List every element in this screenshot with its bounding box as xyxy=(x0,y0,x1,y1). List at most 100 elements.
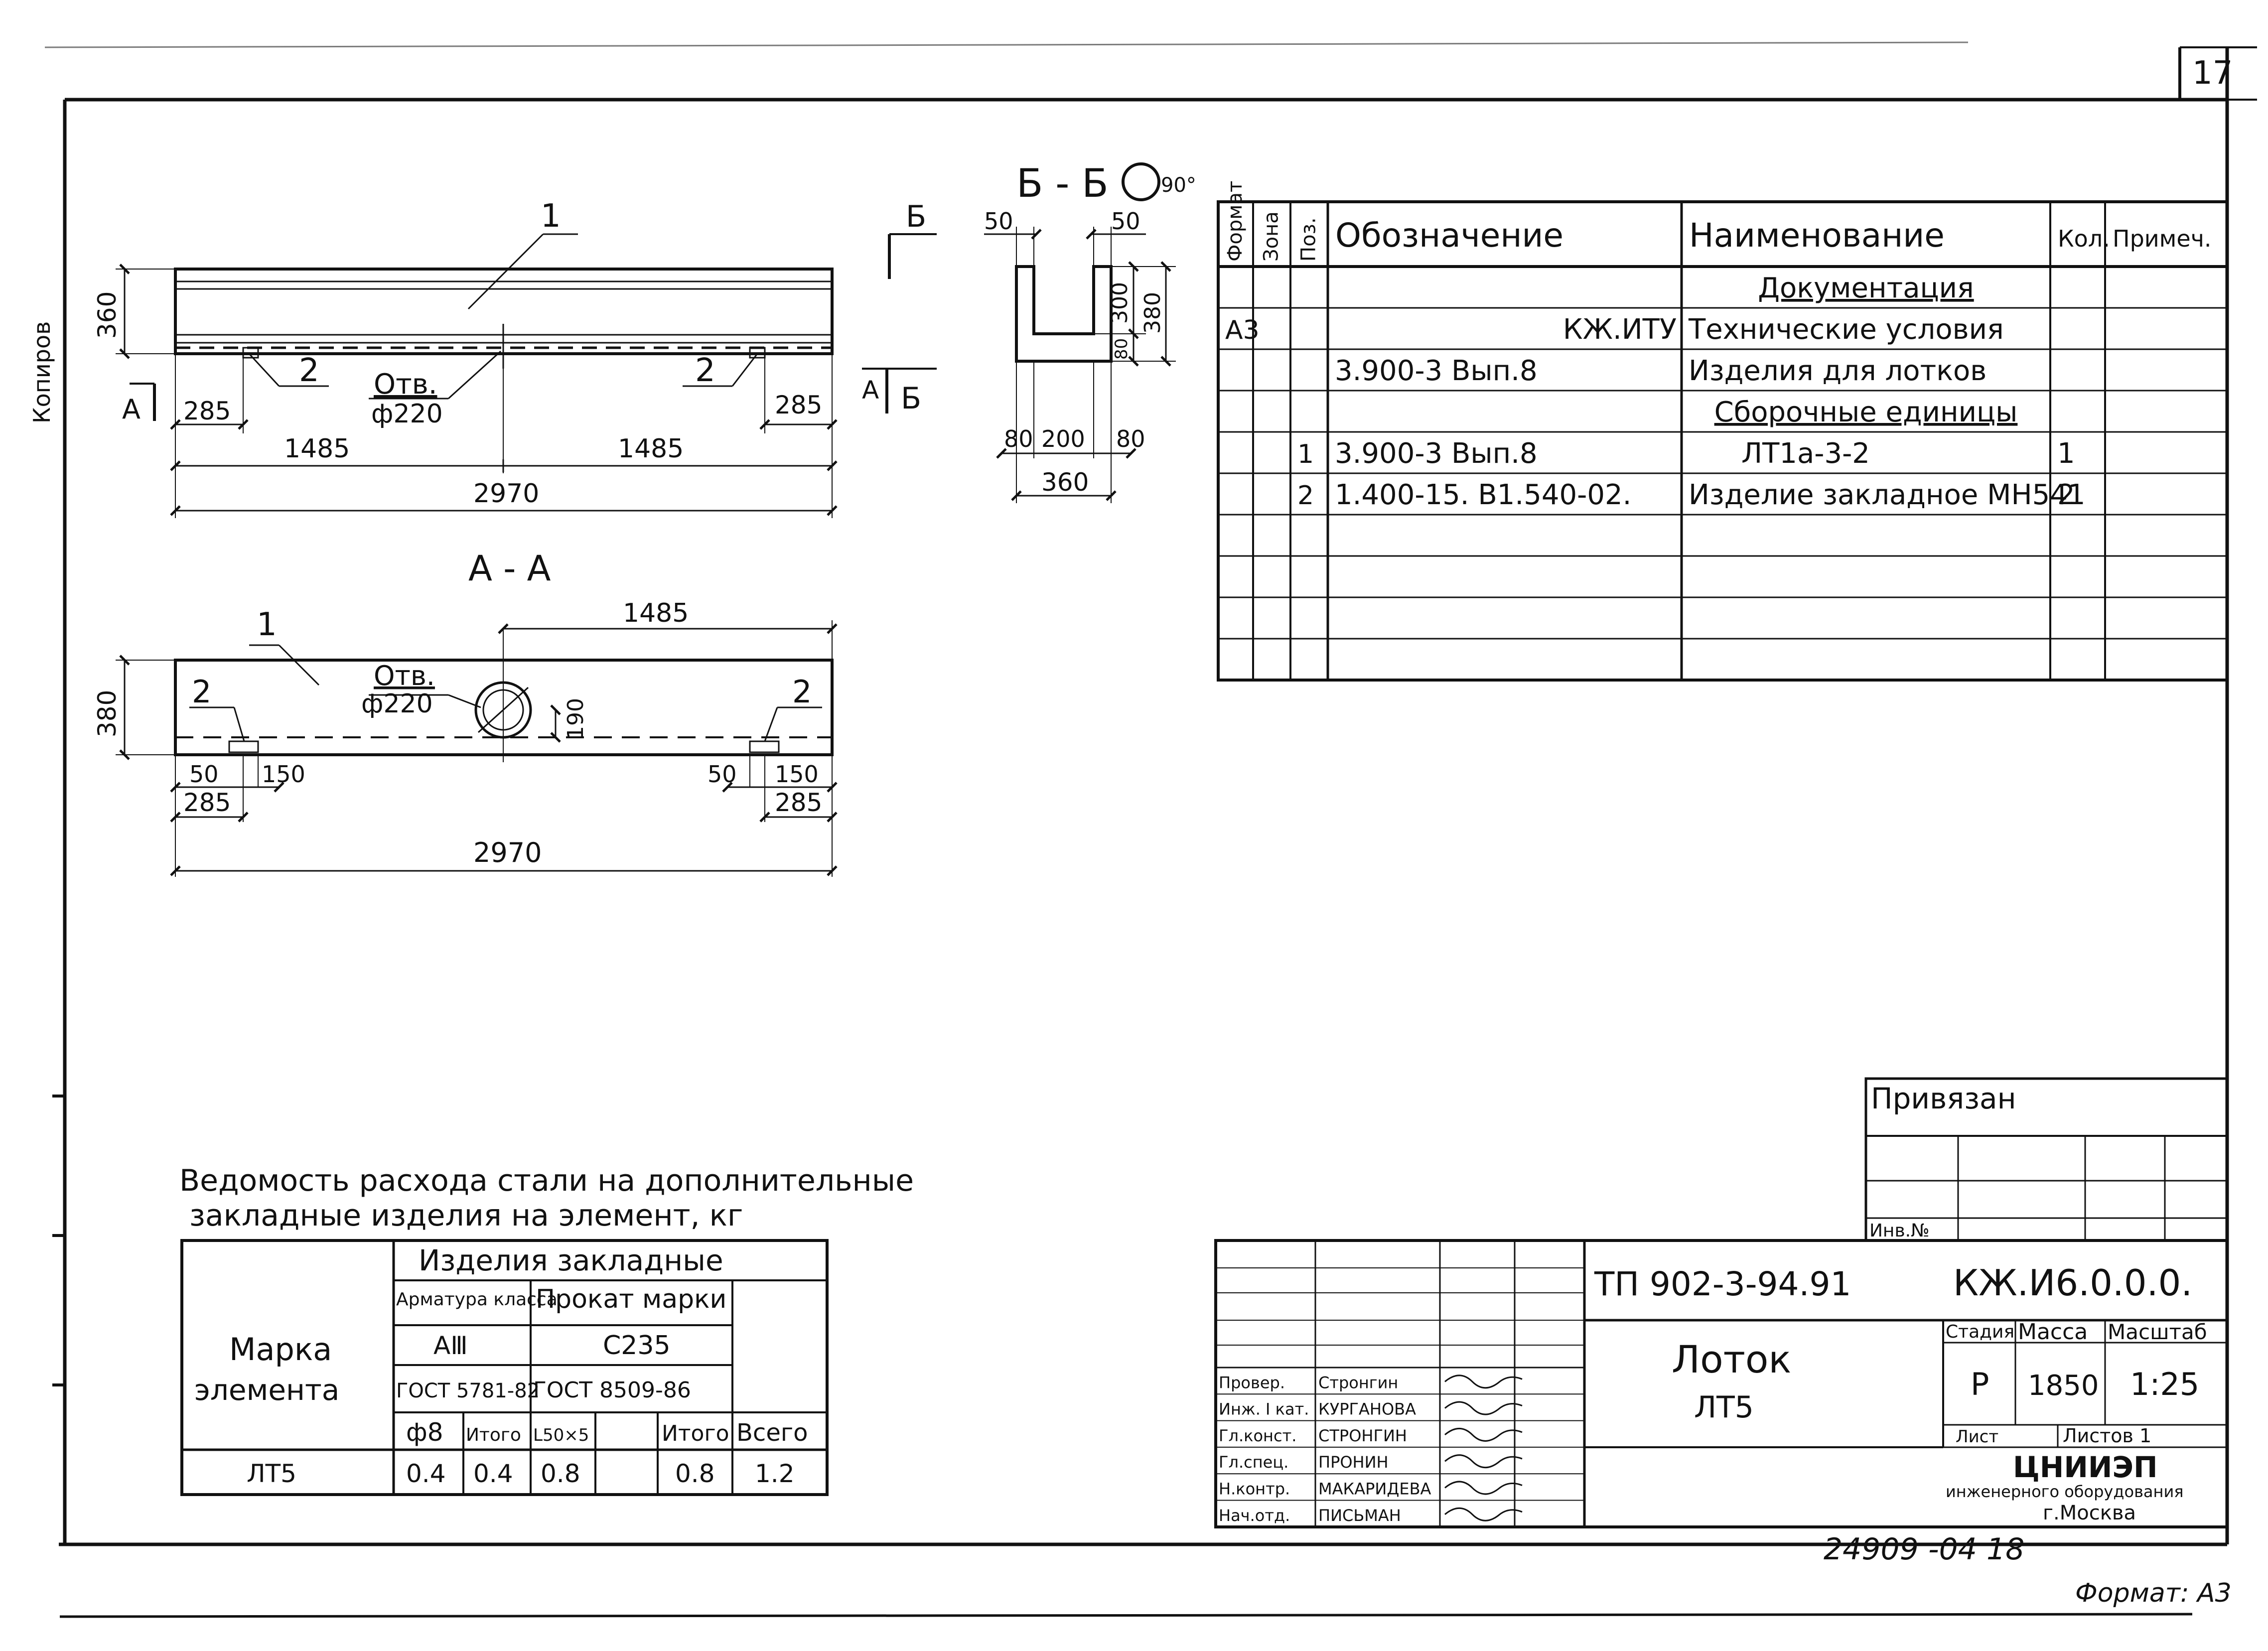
aa-pos2-label-left: 2 xyxy=(192,674,211,710)
steel-header-group: Изделия закладные xyxy=(419,1243,723,1277)
spec-cell-pos: 2 xyxy=(1297,481,1314,511)
steel-row-v4: 0.8 xyxy=(675,1459,715,1488)
plan-hole-dia: ф220 xyxy=(371,399,443,429)
staff-role: Инж. I кат. xyxy=(1219,1400,1309,1419)
aa-pos2-label-right: 2 xyxy=(792,674,812,710)
spec-cell-designation: 3.900-3 Вып.8 xyxy=(1335,437,1538,470)
staff-role: Гл.конст. xyxy=(1219,1426,1296,1445)
staff-name: Стронгин xyxy=(1318,1373,1398,1392)
spec-cell-qty: 1 xyxy=(2057,437,2075,470)
staff-signature xyxy=(1444,1401,1523,1415)
cut-a-right-letter: А xyxy=(862,376,879,405)
plan-dim-360: 360 xyxy=(93,291,122,339)
steel-subcol-vsego: Всего xyxy=(736,1419,808,1447)
steel-class-value: АⅢ xyxy=(433,1331,468,1360)
steel-grade: С235 xyxy=(603,1331,671,1361)
staff-signature xyxy=(1444,1428,1523,1442)
aa-hole-dia: ф220 xyxy=(361,689,433,719)
aa-dim-380: 380 xyxy=(93,690,122,737)
org-line3: г.Москва xyxy=(2043,1502,2136,1524)
drawing-name-2: ЛТ5 xyxy=(1694,1390,1754,1425)
bb-dim-50-right: 50 xyxy=(1111,208,1140,235)
project-code: ТП 902-3-94.91 xyxy=(1594,1265,1851,1303)
steel-subcol-itogo2: Итого xyxy=(662,1421,729,1446)
spec-header-designation: Обозначение xyxy=(1335,216,1563,255)
spec-cell-designation: КЖ.ИТУ xyxy=(1563,313,1677,346)
staff-name: СТРОНГИН xyxy=(1318,1426,1407,1445)
spec-cell-name: ЛТ1а-3-2 xyxy=(1741,437,1870,470)
steel-row-v1: 0.4 xyxy=(473,1459,513,1488)
plan-pos2-label-left: 2 xyxy=(299,352,319,389)
embed-plate-left xyxy=(242,347,259,359)
bb-dim-50-left: 50 xyxy=(984,208,1013,235)
plan-dim-1485-left: 1485 xyxy=(284,434,350,464)
steel-mark-header-2: элемента xyxy=(194,1373,339,1407)
steel-gost-1: ГОСТ 5781-82 xyxy=(396,1379,540,1402)
plan-dim-285-right: 285 xyxy=(775,391,822,419)
rotation-symbol xyxy=(1122,162,1160,201)
drawing-name-1: Лоток xyxy=(1672,1337,1791,1381)
section-bb-title: Б - Б xyxy=(1016,161,1109,206)
cut-a-left-letter: А xyxy=(122,394,141,425)
aa-dim-1485: 1485 xyxy=(623,598,689,628)
spec-header-pos: Поз. xyxy=(1297,217,1320,262)
privyazan-box xyxy=(1864,1077,2229,1242)
spec-table-frame xyxy=(1217,200,2229,682)
plan-pos1-label: 1 xyxy=(541,198,561,235)
aa-dim-150-left: 150 xyxy=(262,761,305,788)
plan-pos2-label-right: 2 xyxy=(695,352,715,389)
plan-dim-2970: 2970 xyxy=(473,479,539,509)
bb-channel-profile xyxy=(1015,265,1113,363)
bb-dim-300: 300 xyxy=(1107,282,1133,324)
staff-signature xyxy=(1444,1481,1523,1495)
staff-signature xyxy=(1444,1375,1523,1389)
spec-cell-name: Изделие закладное МН541 xyxy=(1689,479,2085,511)
spec-cell-designation: 1.400-15. В1.540-02. xyxy=(1335,479,1631,511)
sheets-label: Листов 1 xyxy=(2063,1425,2151,1447)
mass-value: 1850 xyxy=(2028,1370,2099,1402)
spec-cell-designation: 3.900-3 Вып.8 xyxy=(1335,355,1538,387)
aa-dim-2970: 2970 xyxy=(473,837,542,868)
bb-dim-360: 360 xyxy=(1041,468,1089,497)
plan-dim-1485-right: 1485 xyxy=(618,434,684,464)
stage-value: Р xyxy=(1971,1366,1989,1402)
staff-name: ПИСЬМАН xyxy=(1318,1506,1401,1525)
spec-header-qty: Кол. xyxy=(2058,225,2110,252)
spec-header-format: Формат xyxy=(1224,181,1247,262)
privyazan-inv-label: Инв.№ xyxy=(1869,1221,1930,1241)
cut-b-top-letter: Б xyxy=(906,199,926,234)
staff-role: Нач.отд. xyxy=(1219,1506,1290,1525)
aa-dim-150-right: 150 xyxy=(775,761,819,788)
spec-header-note: Примеч. xyxy=(2113,225,2212,252)
bb-dim-380: 380 xyxy=(1140,292,1165,334)
spec-header-zone: Зона xyxy=(1260,211,1283,262)
spec-header-name: Наименование xyxy=(1689,216,1945,255)
section-aa-title: А - А xyxy=(468,548,551,589)
spec-cell-name: Технические условия xyxy=(1688,313,2004,346)
steel-row-v0: 0.4 xyxy=(406,1459,446,1488)
spec-cell-name: Сборочные единицы xyxy=(1714,396,2018,428)
sheet-label: Лист xyxy=(1956,1427,1998,1447)
aa-dim-50-right: 50 xyxy=(708,761,737,788)
steel-row-v2: 0.8 xyxy=(541,1459,580,1488)
staff-signature xyxy=(1444,1454,1523,1469)
section-bb-rotation: 90° xyxy=(1161,174,1196,197)
bb-dim-80-left: 80 xyxy=(1004,425,1033,452)
embed-plate-right xyxy=(749,347,766,359)
section-aa-view xyxy=(116,620,838,877)
staff-name: ПРОНИН xyxy=(1318,1453,1389,1472)
doc-code: КЖ.И6.0.0.0. xyxy=(1953,1262,2192,1304)
page-number: 17 xyxy=(2192,55,2233,92)
steel-gost-2: ГОСТ 8509-86 xyxy=(533,1377,691,1403)
title-block xyxy=(1214,1239,2229,1528)
mass-label: Масса xyxy=(2018,1319,2088,1345)
staff-role: Гл.спец. xyxy=(1219,1453,1288,1472)
bb-dim-80-vert: 80 xyxy=(1112,338,1132,360)
specification-table: Формат Зона Поз. Обозначение Наименование Кол… xyxy=(1217,181,2229,682)
aa-pos1-label: 1 xyxy=(257,606,277,643)
staff-name: МАКАРИДЕВА xyxy=(1318,1480,1431,1499)
scale-value: 1:25 xyxy=(2130,1366,2199,1402)
plan-dim-285-left: 285 xyxy=(183,397,231,425)
staff-role: Н.контр. xyxy=(1219,1480,1290,1499)
